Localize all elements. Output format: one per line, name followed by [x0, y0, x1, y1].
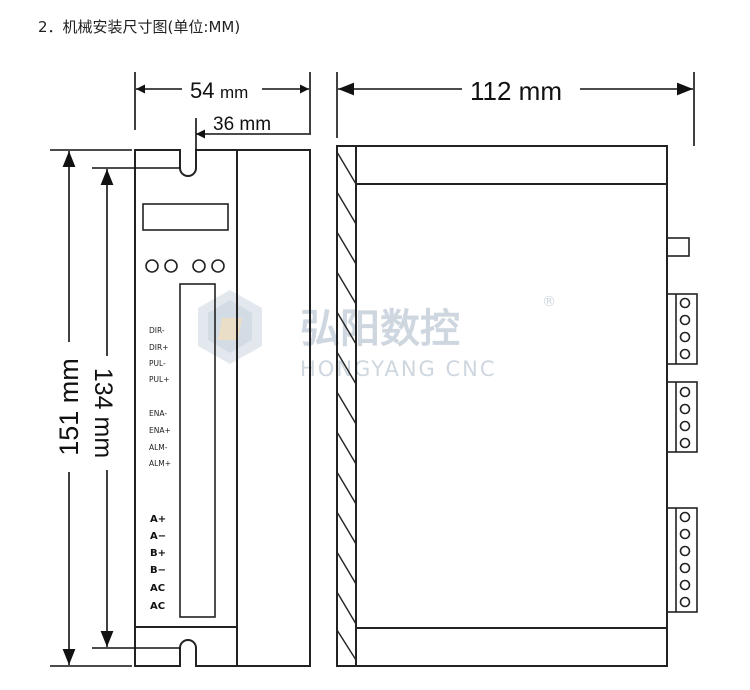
panel-label-ac-2: AC — [150, 601, 165, 612]
panel-label-a-minus: A− — [150, 531, 166, 542]
panel-label-pul-minus: PUL- — [149, 359, 166, 368]
panel-button-3 — [192, 259, 206, 273]
side-view-outline — [336, 145, 668, 667]
front-view-outline — [134, 149, 311, 667]
panel-label-b-plus: B+ — [150, 548, 166, 559]
panel-label-dir-minus: DIR- — [149, 326, 165, 335]
panel-label-ena-plus: ENA+ — [149, 426, 171, 435]
page-heading: 2．机械安装尺寸图(单位:MM) — [38, 18, 241, 36]
dim-151-label: 151 mm — [54, 358, 84, 456]
panel-label-alm-plus: ALM+ — [149, 459, 171, 468]
watermark-registered-mark: ® — [542, 294, 556, 310]
dim-112-label: 112 mm — [470, 76, 562, 106]
dim-54-value: 54 — [190, 78, 214, 103]
watermark-brand-en: HONGYANG CNC — [300, 357, 497, 381]
panel-label-pul-plus: PUL+ — [149, 375, 169, 384]
connector-block-2 — [666, 381, 698, 453]
front-view — [134, 149, 311, 667]
panel-label-a-plus: A+ — [150, 514, 166, 525]
watermark: 弘阳数控 HONGYANG CNC ® — [198, 290, 556, 381]
panel-label-ena-minus: ENA- — [149, 409, 167, 418]
side-view — [336, 145, 698, 667]
panel-label-dir-plus: DIR+ — [149, 343, 168, 352]
watermark-logo-icon — [198, 290, 262, 364]
panel-label-b-minus: B− — [150, 565, 166, 576]
panel-label-ac-1: AC — [150, 583, 165, 594]
terminal-strip — [179, 283, 216, 618]
panel-labels: DIR- DIR+ PUL- PUL+ ENA- ENA+ ALM- ALM+ … — [149, 326, 171, 612]
panel-label-alm-minus: ALM- — [149, 443, 168, 452]
panel-button-1 — [145, 259, 159, 273]
dim-134-label: 134 mm — [89, 368, 117, 458]
side-display-tab — [666, 237, 690, 257]
connector-block-1 — [666, 293, 698, 365]
panel-button-2 — [164, 259, 178, 273]
side-fins — [336, 151, 357, 661]
watermark-brand: 弘阳数控 — [300, 306, 460, 352]
connector-block-3 — [666, 507, 698, 613]
dimension-lines — [50, 72, 695, 667]
dim-54-unit: mm — [220, 83, 248, 102]
panel-button-4 — [211, 259, 225, 273]
dim-36-label: 36 mm — [213, 114, 271, 135]
led-display — [142, 203, 229, 231]
